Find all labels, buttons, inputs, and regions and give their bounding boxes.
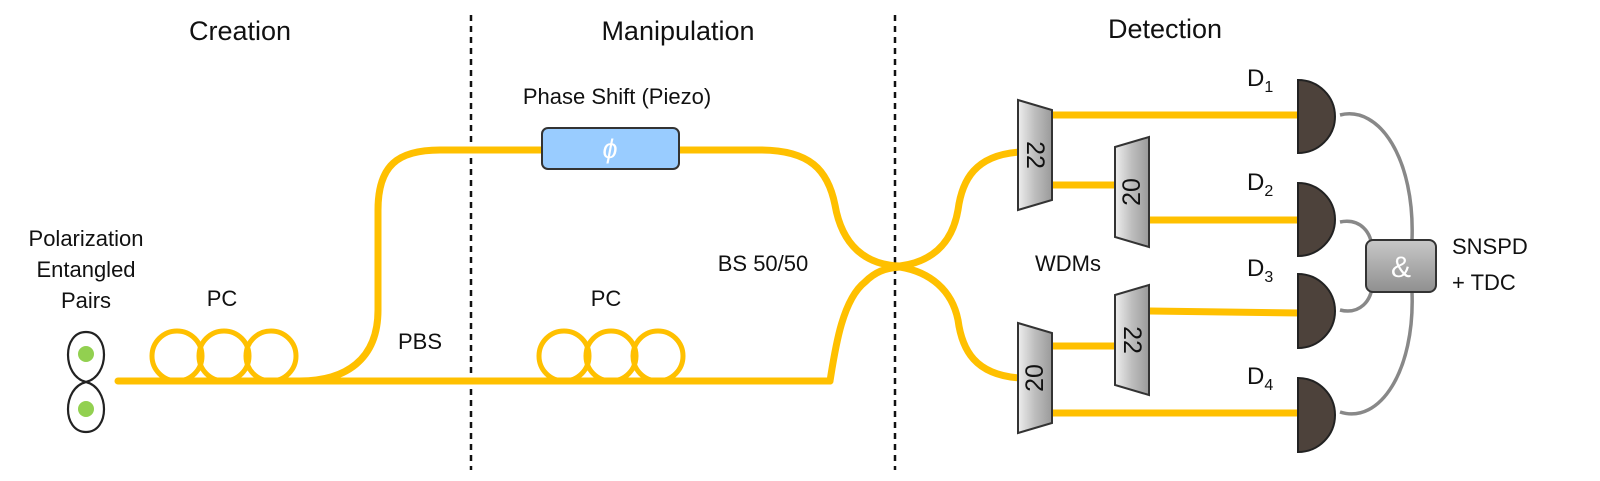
tdc-label: + TDC [1452,270,1516,295]
pc-manipulation-label: PC [591,286,622,311]
detector-label-d1: D1 [1247,65,1273,96]
wdm-label-bottom-left: 20 [1021,364,1049,392]
detector-d3-icon [1297,272,1336,350]
detector-d1-icon [1297,78,1336,155]
svg-text:D3: D3 [1247,255,1273,286]
wdm-label-bottom-right: 22 [1118,326,1146,354]
pc-creation-loops [149,328,299,384]
pbs-upper-arm [296,146,549,385]
pbs-label: PBS [398,329,442,354]
detector-d4-icon [1297,376,1336,454]
phase-shift-label: Phase Shift (Piezo) [523,84,711,109]
detector-label-d3: D3 [1247,255,1273,286]
source-label-line1: Polarization [29,226,144,251]
detector-d2-icon [1297,181,1336,258]
pc-creation-label: PC [207,286,238,311]
wdm-top-right: 20 [1114,135,1150,249]
coincidence-symbol: & [1391,251,1411,284]
entangled-pair-source-icon [66,330,106,434]
wdms-label: WDMs [1035,251,1101,276]
wdm-top-left: 22 [1017,98,1053,212]
detector-label-d2: D2 [1247,169,1273,200]
snspd-label: SNSPD [1452,234,1528,259]
section-title-manipulation: Manipulation [601,16,754,46]
wdm-bottom-left: 20 [1017,321,1053,435]
optical-fibers [114,111,1304,417]
svg-text:D2: D2 [1247,169,1273,200]
svg-text:D4: D4 [1247,363,1273,394]
source-label-line3: Pairs [61,288,111,313]
wdm-label-top-right: 20 [1118,178,1146,206]
section-title-creation: Creation [189,16,291,46]
phase-shifter-box [541,127,680,170]
svg-text:D1: D1 [1247,65,1273,96]
detector-label-d4: D4 [1247,363,1273,394]
bs-label: BS 50/50 [718,251,809,276]
wdm-bottom-right: 22 [1114,283,1150,397]
pc-manipulation-loops [536,328,686,384]
phase-symbol: ϕ [602,134,617,164]
source-label-line2: Entangled [36,257,135,282]
coincidence-unit-box [1365,239,1437,293]
wdm-label-top-left: 22 [1021,141,1049,169]
section-title-detection: Detection [1108,14,1222,44]
